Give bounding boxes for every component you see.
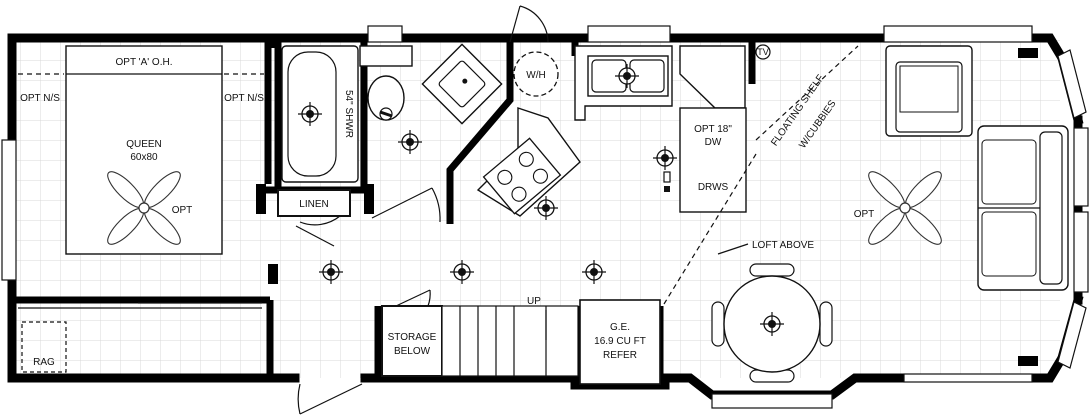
dishwasher	[679, 107, 747, 213]
shower-label: 54" SHWR	[343, 90, 354, 138]
water-heater-icon	[513, 51, 559, 97]
opt-a-oh-label: OPT 'A' O.H.	[116, 57, 173, 68]
window-left	[1, 139, 17, 281]
ceiling-light-icon	[534, 196, 558, 220]
linen-closet	[277, 189, 351, 217]
dw-label: DW	[705, 137, 722, 148]
ceiling-light-icon	[319, 260, 343, 284]
door-swing-icon	[295, 5, 549, 415]
opt-ns-left-label: OPT N/S	[20, 93, 60, 104]
tv-icon	[755, 44, 771, 60]
below-label: BELOW	[394, 346, 431, 357]
armchair	[885, 45, 973, 137]
sink-icon	[421, 43, 503, 125]
refer-label: REFER	[603, 350, 637, 361]
rag-box	[21, 321, 67, 373]
refer-size-label: 16.9 CU FT	[594, 336, 646, 347]
ceiling-light-icon	[298, 102, 322, 126]
window-end-mid-1	[1073, 127, 1089, 207]
opt-bed-fan-label: OPT	[172, 205, 193, 216]
up-label: UP	[527, 296, 541, 307]
loft-above-label: LOFT ABOVE	[752, 240, 814, 251]
ceiling-light-icon	[398, 130, 422, 154]
stairs-storage: STORAGE BELOW UP G.E. 16.9 CU FT REFER	[381, 296, 661, 385]
window-bottom-living	[903, 373, 1033, 383]
water-heater: W/H	[513, 51, 559, 97]
window-top-bath	[367, 25, 403, 43]
ceiling-light-icon	[450, 260, 474, 284]
window-end-lower	[1057, 301, 1087, 369]
refrigerator	[579, 299, 661, 385]
window-top-living	[883, 25, 1033, 43]
ceiling-light-icon	[615, 64, 639, 88]
opt-ns-right-label: OPT N/S	[224, 93, 264, 104]
ceiling-light-icon	[582, 260, 606, 284]
window-top-kitchen	[587, 25, 671, 43]
bedroom: OPT 'A' O.H. QUEEN 60x80 OPT N/S OPT N/S…	[18, 45, 264, 373]
window-end-mid-2	[1073, 211, 1089, 293]
ceiling-light-icon	[653, 146, 677, 170]
queen-size-label: 60x80	[130, 152, 158, 163]
linen-label: LINEN	[299, 199, 328, 210]
windows	[1, 25, 1089, 409]
bathroom: 54" SHWR LINEN	[277, 43, 503, 217]
window-bay-bottom	[711, 393, 833, 409]
ceiling-lights	[298, 64, 784, 336]
wh-label: W/H	[526, 70, 545, 81]
sofa	[977, 125, 1069, 291]
opt-living-fan-label: OPT	[854, 209, 875, 220]
queen-label: QUEEN	[126, 139, 162, 150]
opt-dw-label: OPT 18"	[694, 124, 732, 135]
storage-label: STORAGE	[388, 332, 437, 343]
ceiling-fan-icon	[868, 171, 942, 245]
storage-below	[381, 305, 443, 377]
tv-label: TV	[757, 47, 769, 57]
toilet-icon	[359, 45, 413, 121]
drws-label: DRWS	[698, 182, 729, 193]
ceiling-light-icon	[760, 312, 784, 336]
queen-bed	[65, 45, 223, 255]
window-end-upper	[1057, 49, 1087, 119]
rag-label: RAG	[33, 357, 55, 368]
stove-icon	[482, 137, 562, 215]
ceiling-fan-icon	[107, 171, 181, 245]
stair-treads	[441, 305, 579, 377]
refer-brand-label: G.E.	[610, 322, 630, 333]
